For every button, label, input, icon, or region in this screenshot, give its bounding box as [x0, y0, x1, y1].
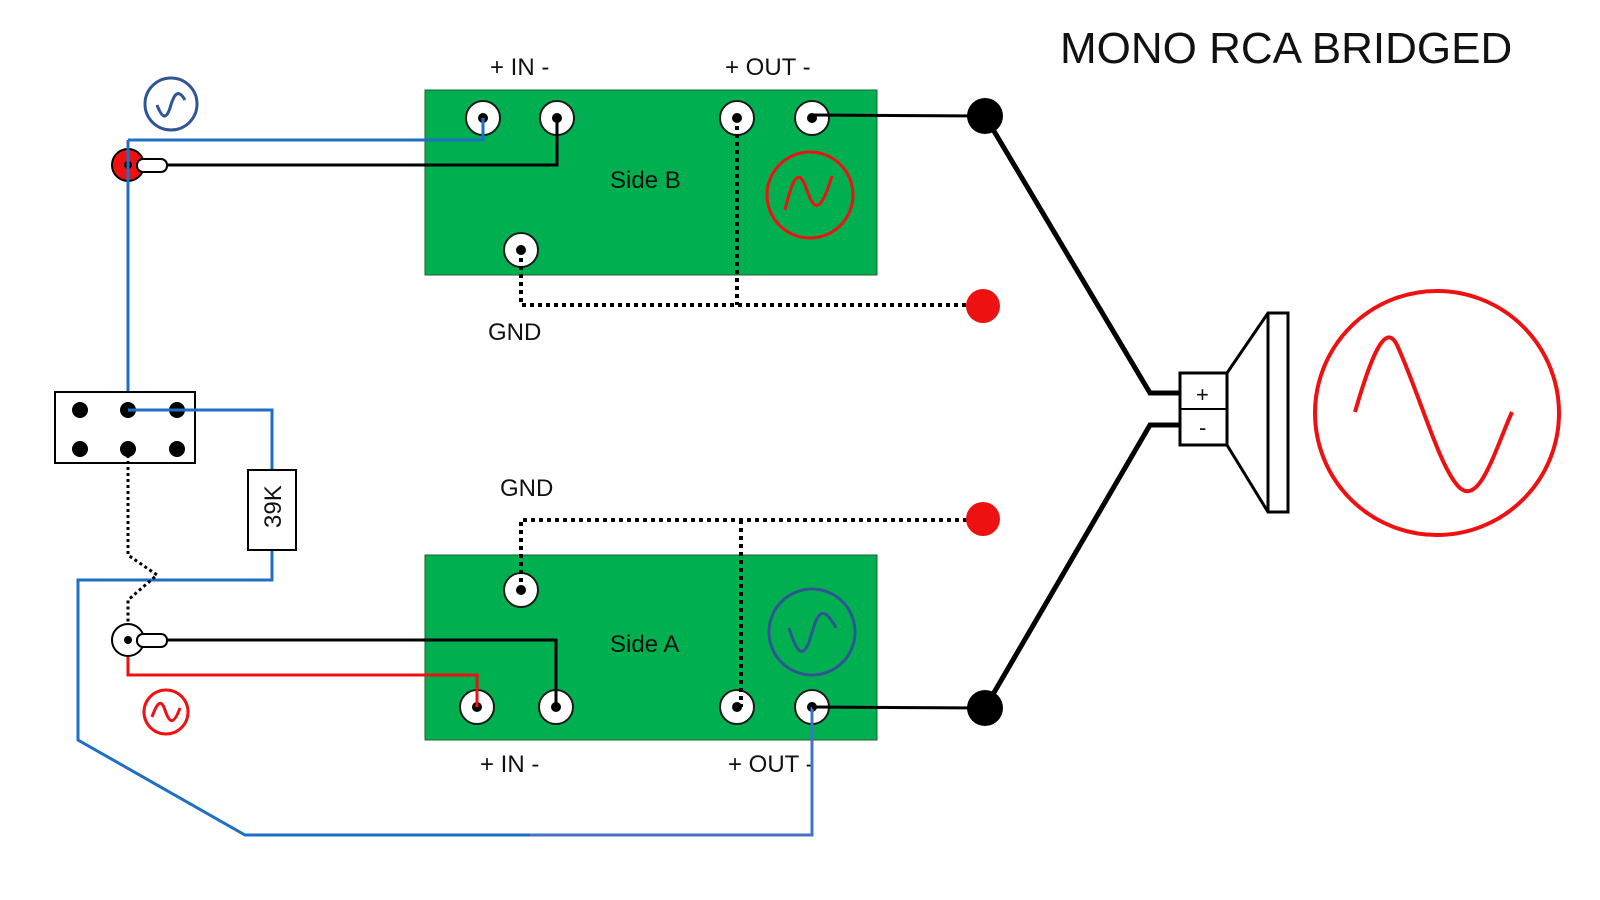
speaker-plus-lead [982, 114, 1185, 396]
switch-icon [54, 391, 196, 464]
side-a-in-plus-wire [126, 640, 479, 707]
sine-wave-icon [1313, 289, 1561, 537]
side-a-out-label: + OUT - [728, 751, 814, 778]
side-a-gnd-label: GND [500, 475, 553, 502]
side-a-ground-wire [519, 518, 980, 590]
sine-wave-icon [767, 587, 857, 677]
side-b-out-minus-terminal [794, 100, 830, 136]
switch-to-rca-a-wire [126, 449, 160, 640]
side-a-in-label: + IN - [480, 751, 539, 778]
speaker-minus-wire [811, 705, 986, 710]
sine-wave-icon [765, 150, 855, 240]
side-b-out-label: + OUT - [725, 54, 811, 81]
speaker-icon: + - [1178, 311, 1290, 514]
side-a-out-plus-terminal [719, 689, 755, 725]
rca-jack-icon [111, 623, 168, 657]
speaker-plus-label: + [1196, 382, 1209, 407]
rca-jack-icon [111, 148, 168, 182]
side-b-gnd-label: GND [488, 319, 541, 346]
speaker-minus-lead [982, 422, 1185, 710]
speaker-plus-wire [811, 113, 986, 118]
side-b-in-plus-wire [128, 118, 485, 142]
switch-to-resistor-wire [128, 408, 274, 470]
sine-wave-icon [143, 76, 199, 132]
side-a-label: Side A [610, 631, 679, 658]
side-b-board: Side B + IN - + OUT - GND [424, 54, 878, 346]
side-b-ground-point [966, 289, 1000, 323]
side-a-ground-point [966, 502, 1000, 536]
feedback-wire [76, 545, 530, 837]
side-a-out-feedback-wire [530, 707, 814, 837]
side-b-ground-wire [519, 250, 985, 307]
side-b-label: Side B [610, 167, 681, 194]
sine-wave-icon [142, 688, 190, 736]
resistor-label: 39K [260, 485, 287, 528]
resistor-icon: 39K [247, 469, 297, 551]
speaker-minus-label: - [1199, 415, 1206, 440]
diagram-title: MONO RCA BRIDGED [1060, 24, 1512, 73]
side-a-in-minus-wire [165, 638, 558, 707]
side-b-in-minus-wire [165, 118, 559, 167]
side-a-board: Side A + IN - + OUT - GND [424, 475, 878, 778]
side-b-in-label: + IN - [490, 54, 549, 81]
